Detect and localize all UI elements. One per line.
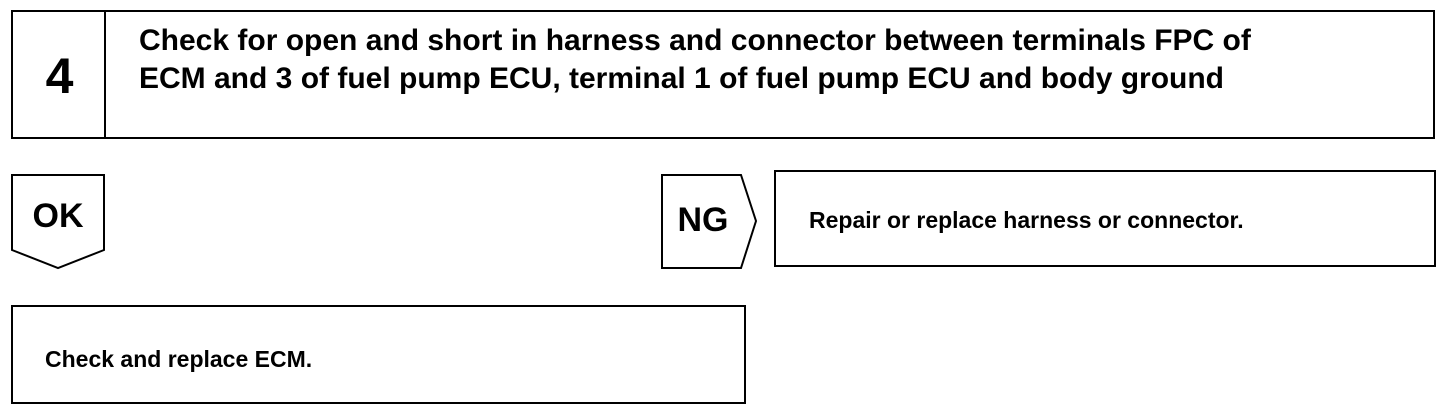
step-header-box: 4 Check for open and short in harness an…: [11, 10, 1435, 139]
step-number-cell: 4: [13, 12, 106, 137]
ok-result-box: Check and replace ECM.: [11, 305, 746, 404]
step-title: Check for open and short in harness and …: [139, 22, 1429, 98]
ng-result-text: Repair or replace harness or connector.: [809, 207, 1244, 233]
step-number: 4: [45, 48, 74, 104]
ng-result-box: Repair or replace harness or connector.: [774, 170, 1436, 267]
ng-badge-shape: [661, 174, 758, 269]
ok-result-text: Check and replace ECM.: [45, 346, 313, 372]
ok-badge-shape: [11, 174, 105, 270]
ok-badge-label: OK: [32, 197, 84, 235]
ng-badge-label: NG: [677, 201, 729, 239]
step-title-line-1: Check for open and short in harness and …: [139, 24, 1251, 57]
step-title-line-2: ECM and 3 of fuel pump ECU, terminal 1 o…: [139, 62, 1225, 95]
